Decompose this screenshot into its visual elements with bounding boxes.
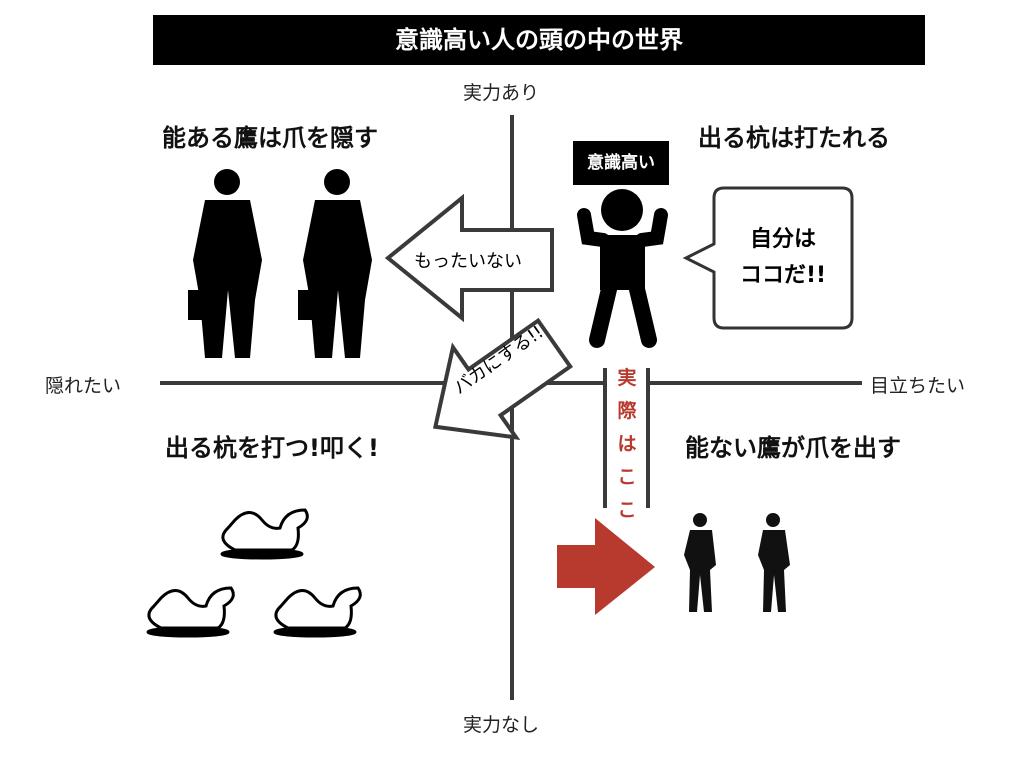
reality-char: こ (617, 499, 637, 521)
reality-bracket-right (646, 368, 650, 508)
axis-label-right: 目立ちたい (870, 375, 966, 397)
horizontal-axis-right (650, 381, 862, 385)
diagonal-arrow (432, 317, 573, 440)
page-title: 意識高い人の頭の中の世界 (153, 15, 925, 65)
red-arrow (557, 518, 655, 615)
axis-label-top: 実力あり (463, 82, 540, 104)
standing-man-icon (684, 513, 716, 612)
bubble-line-2: ココだ!! (739, 263, 827, 288)
horizontal-axis-left (160, 381, 605, 385)
left-arrow (384, 193, 554, 323)
lying-figure-icon (146, 508, 362, 638)
axis-label-left: 隠れたい (45, 375, 122, 397)
quadrant-heading-bottom-left: 出る杭を打つ!叩く! (165, 434, 379, 462)
quadrant-heading-top-right: 出る杭は打たれる (698, 124, 890, 152)
left-arrow-label: もったいない (414, 251, 522, 272)
axis-label-bottom: 実力なし (463, 714, 540, 736)
speech-bubble (682, 186, 854, 330)
suit-man-icon (188, 169, 262, 358)
reality-label: 実 際 は こ こ (607, 362, 647, 527)
quadrant-heading-top-left: 能ある鷹は爪を隠す (162, 124, 378, 152)
reality-bracket-left (603, 368, 607, 508)
quadrant-heading-bottom-right: 能ない鷹が爪を出す (685, 434, 901, 462)
speech-bubble-text: 自分は ココだ!! (714, 222, 852, 294)
bubble-line-1: 自分は (749, 227, 816, 252)
stick-figure-icon (577, 189, 668, 348)
reality-char: 実 (617, 367, 637, 389)
reality-char: こ (617, 466, 637, 488)
suit-man-icon (298, 169, 372, 358)
reality-char: は (617, 433, 637, 455)
ishiki-takai-tag: 意識高い (573, 141, 669, 185)
standing-man-icon (758, 513, 790, 612)
reality-char: 際 (617, 400, 637, 422)
